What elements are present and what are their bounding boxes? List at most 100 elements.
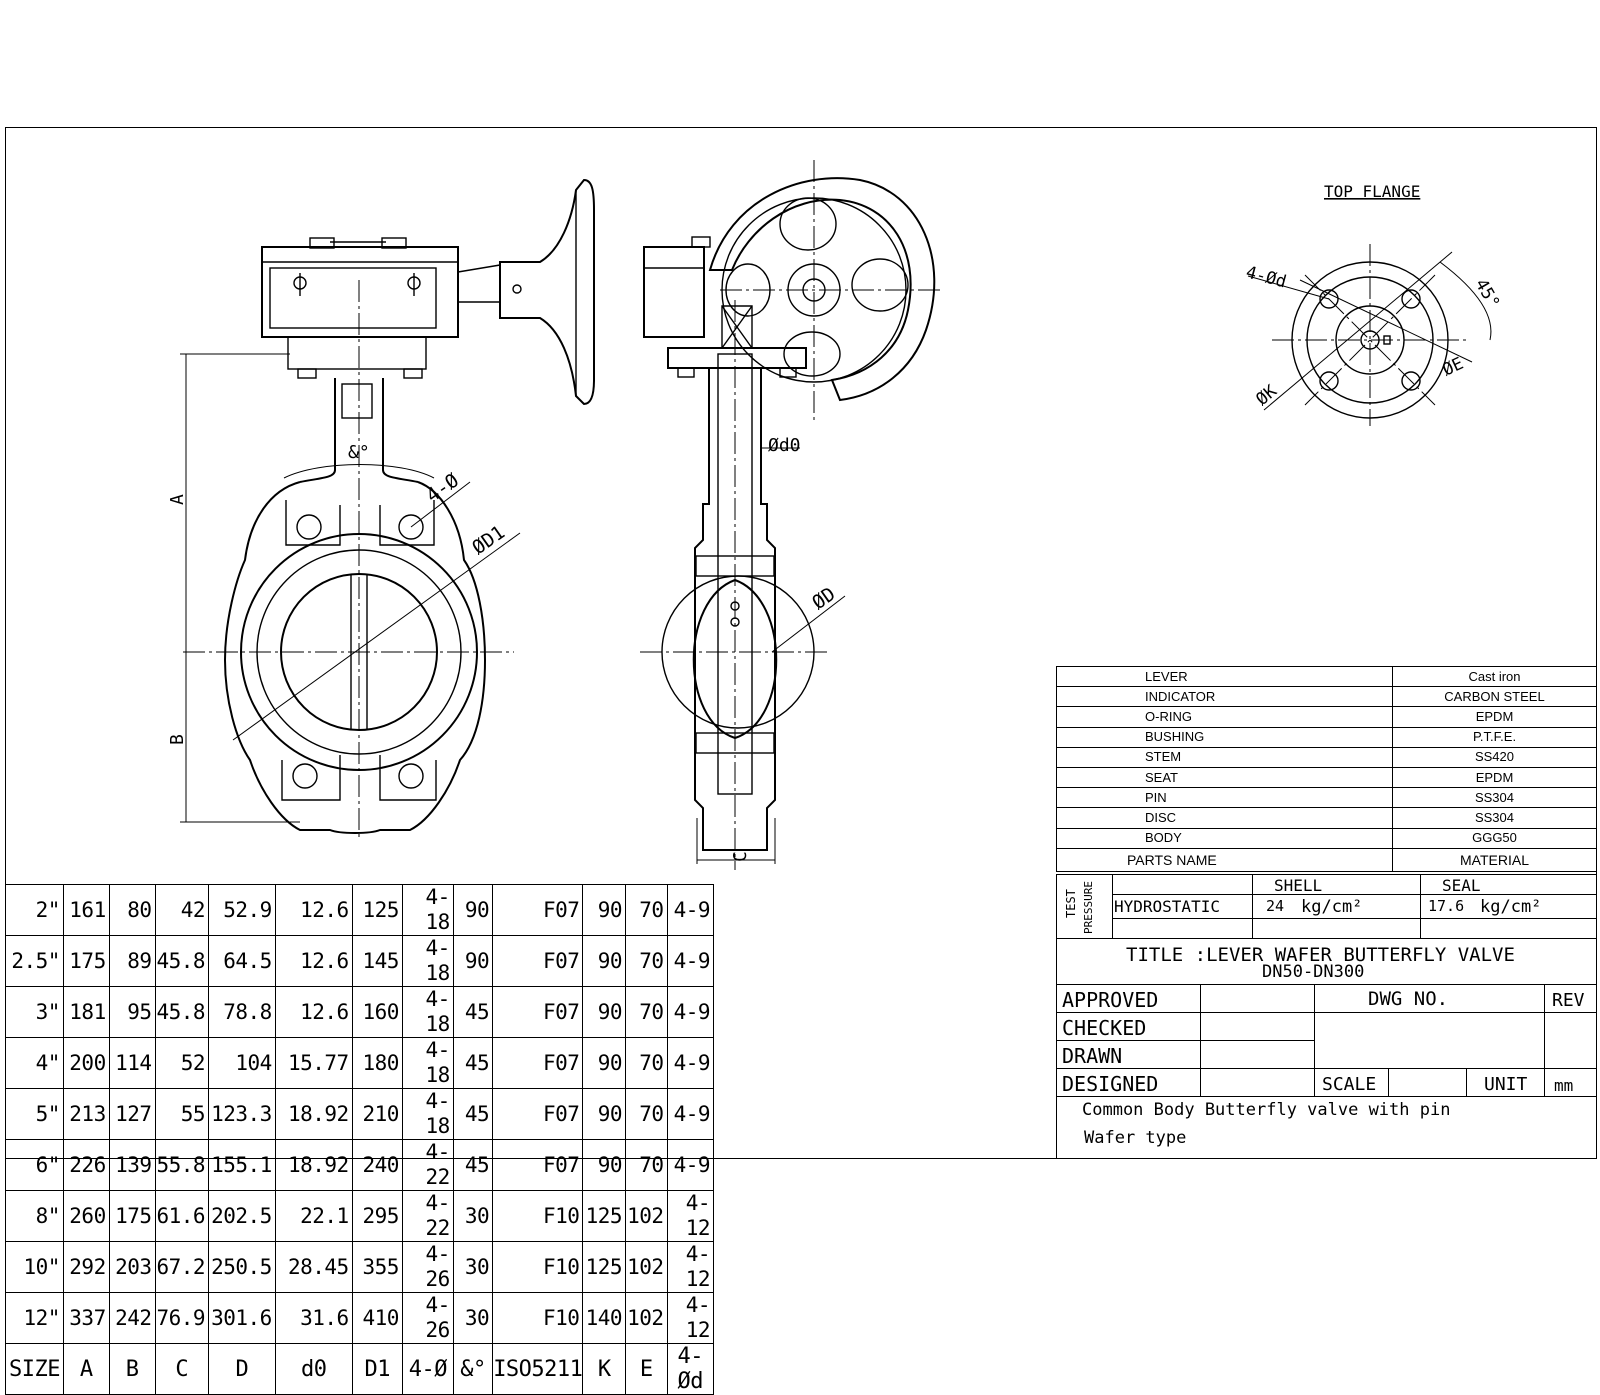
- size-table-cell: 203: [108, 1241, 156, 1293]
- size-table-cell: 155.1: [208, 1139, 276, 1191]
- size-table-cell: 226: [62, 1139, 110, 1191]
- size-table-cell: 90: [452, 935, 494, 987]
- size-table-header-cell: E: [625, 1343, 668, 1395]
- part-material: P.T.F.E.: [1392, 726, 1597, 748]
- size-table-cell: 4-9: [666, 884, 714, 936]
- size-table-cell: 102: [625, 1241, 668, 1293]
- size-table-cell: F10: [492, 1241, 584, 1293]
- size-table-cell: 30: [452, 1292, 494, 1344]
- size-table-cell: 160: [351, 986, 403, 1038]
- material-header: MATERIAL: [1392, 847, 1597, 872]
- size-table-cell: 125: [582, 1190, 627, 1242]
- size-table-cell: 4-26: [401, 1241, 454, 1293]
- size-table-cell: 210: [351, 1088, 403, 1140]
- shell-label: SHELL: [1274, 876, 1323, 895]
- drawing-canvas: A B &° 4-Ø ØD1: [167, 160, 1503, 870]
- designed-label: DESIGNED: [1062, 1072, 1159, 1096]
- size-table-cell: 140: [582, 1292, 627, 1344]
- size-table-header-cell: K: [582, 1343, 627, 1395]
- size-table-cell: 4-18: [401, 935, 454, 987]
- seal-unit: kg/cm²: [1480, 897, 1542, 917]
- size-table-cell: 45.8: [154, 986, 210, 1038]
- size-table-cell: 95: [108, 986, 156, 1038]
- size-table-cell: F10: [492, 1190, 584, 1242]
- title-line2: DN50-DN300: [1262, 962, 1365, 982]
- dim-c-label: C: [730, 851, 751, 862]
- part-name: LEVER: [1056, 665, 1393, 688]
- size-table-cell: 4-9: [666, 1139, 714, 1191]
- drawing-frame: [5, 127, 1597, 1159]
- size-table-cell: 4-22: [401, 1139, 454, 1191]
- size-table-header-cell: 4-Ø: [401, 1343, 454, 1395]
- size-table-cell: 104: [208, 1037, 276, 1089]
- size-table-cell: 45.8: [154, 935, 210, 987]
- size-table-cell: 240: [351, 1139, 403, 1191]
- part-material: SS304: [1392, 807, 1597, 829]
- size-table-cell: 102: [625, 1292, 668, 1344]
- part-name: SEAT: [1056, 766, 1393, 789]
- size-table-cell: 90: [582, 935, 627, 987]
- size-table-cell: 18.92: [274, 1139, 353, 1191]
- approved-label: APPROVED: [1062, 988, 1159, 1012]
- part-material: SS304: [1392, 787, 1597, 809]
- pressure-label: PRESSURE: [1082, 881, 1095, 934]
- size-table-cell: 242: [108, 1292, 156, 1344]
- size-table-header-cell: B: [108, 1343, 156, 1395]
- top-flange-title: TOP FLANGE: [1324, 182, 1420, 201]
- part-name: BUSHING: [1056, 726, 1393, 748]
- size-table-cell: 18.92: [274, 1088, 353, 1140]
- size-table-cell: 90: [582, 1139, 627, 1191]
- size-table-cell: 213: [62, 1088, 110, 1140]
- top-flange-view: TOP FLANGE 4-Ød 45° ØK ØE: [1244, 182, 1503, 426]
- side-view: Ød0 ØD C: [640, 160, 942, 870]
- size-table-cell: 78.8: [208, 986, 276, 1038]
- size-table-cell: 12.6: [274, 884, 353, 936]
- size-table-cell: 3": [5, 986, 64, 1038]
- dim-bolt-label: 4-Ø: [422, 469, 463, 507]
- size-table-cell: 250.5: [208, 1241, 276, 1293]
- size-table-cell: 139: [108, 1139, 156, 1191]
- size-table-cell: 114: [108, 1037, 156, 1089]
- size-table-cell: 4": [5, 1037, 64, 1089]
- unit-value: mm: [1554, 1076, 1574, 1095]
- size-table-cell: F07: [492, 1139, 584, 1191]
- size-table-cell: 4-12: [666, 1190, 714, 1242]
- size-table-cell: 4-26: [401, 1292, 454, 1344]
- size-table-cell: 90: [582, 1037, 627, 1089]
- size-table-cell: 52: [154, 1037, 210, 1089]
- size-table-cell: 90: [582, 986, 627, 1038]
- title-line1: TITLE :LEVER WAFER BUTTERFLY VALVE: [1126, 944, 1515, 966]
- part-name: O-RING: [1056, 706, 1393, 728]
- size-table-cell: 80: [108, 884, 156, 936]
- dim-b-label: B: [167, 734, 188, 745]
- size-table-cell: 70: [625, 1037, 668, 1089]
- unit-label: UNIT: [1484, 1074, 1528, 1095]
- bolt-holes-label: 4-Ød: [1244, 263, 1289, 293]
- size-table-cell: 70: [625, 986, 668, 1038]
- size-table-cell: 123.3: [208, 1088, 276, 1140]
- part-name: BODY: [1056, 827, 1393, 849]
- size-table-header-cell: D1: [351, 1343, 403, 1395]
- size-table-cell: 61.6: [154, 1190, 210, 1242]
- size-table-cell: 30: [452, 1241, 494, 1293]
- size-table-header-cell: &°: [452, 1343, 494, 1395]
- title-block: TEST PRESSURE SHELL SEAL HYDROSTATIC 24 …: [1056, 874, 1597, 1159]
- size-table-cell: 4-9: [666, 935, 714, 987]
- size-table-cell: 30: [452, 1190, 494, 1242]
- size-table-cell: 4-18: [401, 1037, 454, 1089]
- size-table-cell: 2": [5, 884, 64, 936]
- front-view: A B &° 4-Ø ØD1: [167, 178, 595, 840]
- size-table-cell: 295: [351, 1190, 403, 1242]
- test-label: TEST: [1064, 889, 1078, 918]
- size-table-cell: F07: [492, 1037, 584, 1089]
- size-table-cell: 76.9: [154, 1292, 210, 1344]
